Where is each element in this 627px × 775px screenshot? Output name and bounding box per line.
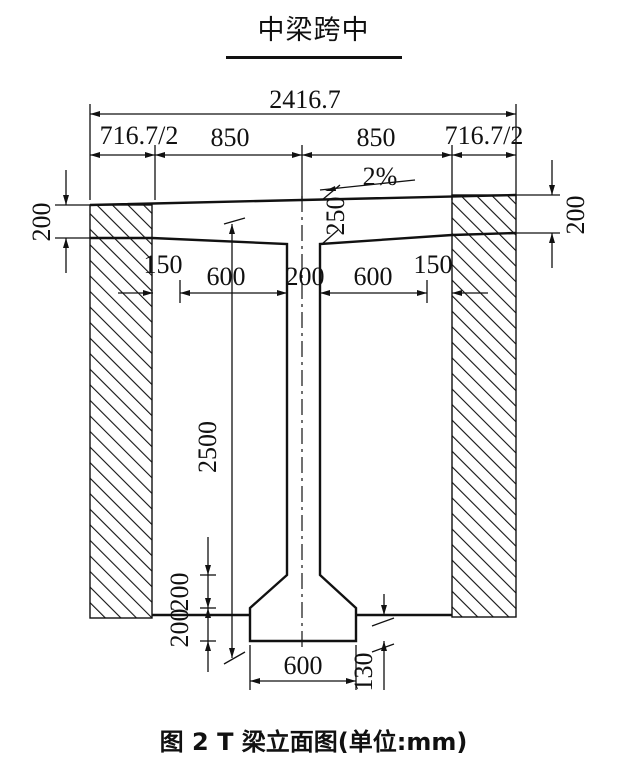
right-hatched-wall [451, 194, 517, 618]
web-height-dimension: 2500 [193, 217, 246, 665]
bulb-lower-label: 200 [165, 609, 194, 648]
web-top-label: 250 [321, 197, 350, 236]
drawing-title: 中梁跨中 [257, 15, 370, 46]
web-width-label: 200 [286, 262, 325, 291]
title-underline [226, 56, 402, 59]
bulb-dimensions: 200 200 [165, 537, 216, 672]
right-overhang-label: 716.7/2 [445, 121, 524, 150]
bottom-width-dimension: 600 [249, 645, 357, 690]
web-top-dimension: 250 [321, 184, 350, 245]
left-half-label: 850 [211, 123, 250, 152]
slope-label: 2% [363, 162, 398, 191]
right-slab-label: 200 [561, 196, 590, 235]
web-height-label: 2500 [193, 421, 222, 473]
bulb-upper-label: 200 [165, 573, 194, 612]
flange-span-dimensions: 150 600 200 600 150 [118, 250, 488, 303]
bottom-offset-dimension: 130 [349, 594, 395, 692]
bottom-width-label: 600 [284, 651, 323, 680]
segment-dimensions: 716.7/2 850 850 716.7/2 [90, 121, 523, 200]
t-beam-outline [89, 193, 517, 648]
left-overhang-label: 716.7/2 [100, 121, 179, 150]
right-gap-label: 150 [414, 250, 453, 279]
total-width-label: 2416.7 [269, 85, 341, 114]
left-hatched-wall [89, 204, 153, 619]
left-slab-label: 200 [27, 203, 56, 242]
figure-caption: 图 2 T 梁立面图(单位:mm) [159, 728, 468, 756]
right-slab-dimension: 200 [516, 160, 590, 268]
left-flange-span-label: 600 [207, 262, 246, 291]
slope-annotation: 2% [319, 162, 416, 191]
bottom-offset-label: 130 [349, 653, 378, 692]
total-width-dimension: 2416.7 [89, 85, 517, 200]
left-gap-label: 150 [144, 250, 183, 279]
left-slab-dimension: 200 [27, 170, 90, 273]
right-half-label: 850 [357, 123, 396, 152]
right-flange-span-label: 600 [354, 262, 393, 291]
